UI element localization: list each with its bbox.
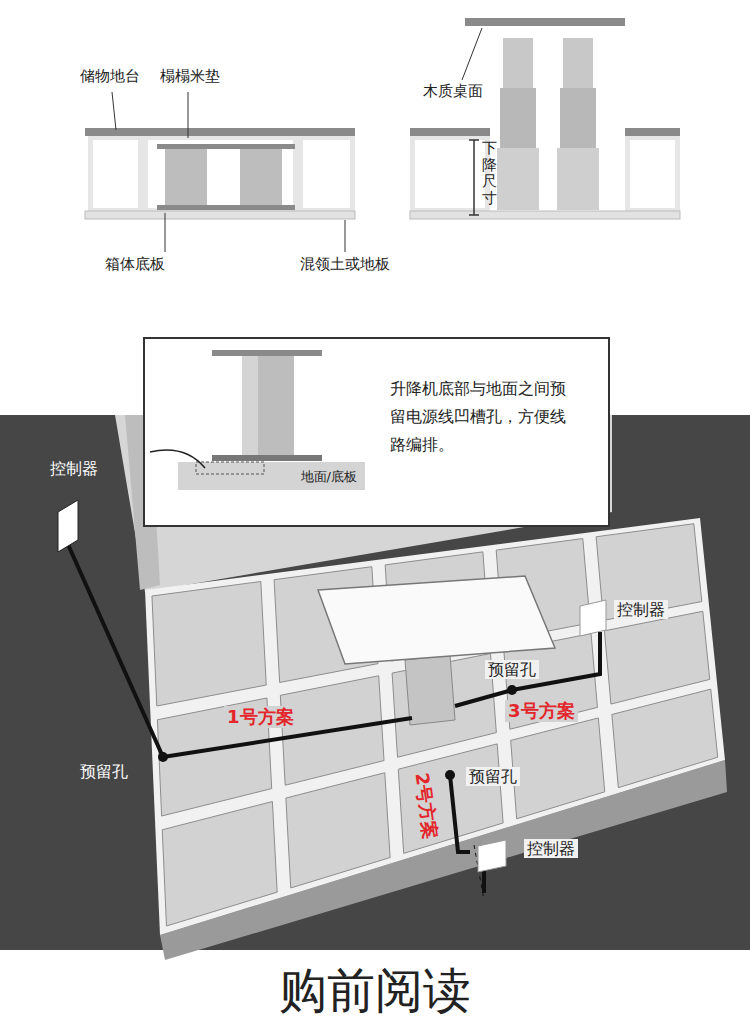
cross-section-right [410,18,680,219]
compartment [392,654,496,758]
callout-lift [150,350,365,490]
box-inner [93,140,138,208]
compartment [596,524,702,621]
wires [66,540,600,852]
part-label: 箱体底板 [105,255,165,273]
leader-line [188,92,189,138]
lift-plate [212,350,322,356]
compartment [286,773,390,888]
plan-label: 2号方案 [411,768,442,843]
hole-dot [445,770,455,780]
callout-box: 升降机底部与地面之间预留电源线凹槽孔，方便线路编排。地面/底板 [143,337,610,527]
dimension-bracket [473,140,475,215]
callout-ground [143,337,610,527]
floor [85,211,355,219]
wire [455,632,600,706]
leader-line [345,220,346,252]
table-leg [405,655,455,725]
lift-column [560,88,596,148]
hole-label: 预留孔 [80,762,128,781]
hole-label: 预留孔 [466,767,520,786]
tatami-mat [625,128,680,136]
part-label: 榻榻米垫 [160,67,220,85]
part-label: 混领土或地板 [300,255,390,273]
lift-column [240,149,282,205]
box-wall [625,136,680,211]
compartment-grid [152,524,718,926]
groove [196,462,264,474]
dimension-tick [469,139,479,141]
controller-label: 控制器 [614,600,668,619]
controller-box [478,840,506,872]
box-wall [298,136,355,211]
dimension-label: 下降尺寸 [482,140,497,206]
lift-plate [157,144,295,149]
floor-slab-box: 地面/底板 [180,464,367,492]
plan-label: 3号方案 [505,700,578,722]
dimension-tick [469,214,479,216]
compartment [612,689,718,788]
part-label: 木质桌面 [423,82,483,100]
leader-line [112,92,116,130]
page-heading: 购前阅读 [0,962,750,1020]
compartment [511,718,605,819]
compartment [604,611,709,704]
compartment [162,802,277,926]
lift-column [503,38,533,88]
lift-plate [212,455,322,461]
lift-column [500,88,536,148]
lift-column [242,356,294,455]
tatami-mat [85,128,355,136]
hole-dot [158,752,168,762]
box-inner [148,140,293,208]
table-top [318,576,555,664]
desk-top [465,18,625,26]
box-wall [410,136,490,211]
leader-line [462,28,482,80]
lift-column [497,148,539,210]
floor [410,211,680,219]
hole-dot [507,685,517,695]
power-cable [150,450,205,468]
wire [450,775,470,852]
controller-box [580,600,606,636]
leader-lines [112,28,482,252]
lift-column [557,148,599,210]
box-inner [630,140,675,208]
callout-text: 升降机底部与地面之间预留电源线凹槽孔，方便线路编排。 [390,375,580,459]
hole-label: 预留孔 [485,660,539,679]
compartment [152,581,266,706]
controller-label: 控制器 [524,839,578,858]
part-label: 储物地台 [80,67,140,85]
box-wall [88,136,143,211]
lift-column [165,149,207,205]
cross-section-left [85,128,355,219]
wire [482,870,486,893]
lift-column-shade [242,356,258,455]
controller-box [58,500,78,552]
box-wall [143,136,298,211]
slab-label: 地面/底板 [301,469,357,485]
lift-column [563,38,593,88]
box-inner [303,140,350,208]
controller-label: 控制器 [50,459,98,478]
leader-line [165,213,166,252]
wire [66,540,163,757]
tatami-mat [410,128,490,136]
lift-plate [157,205,295,210]
platform-top [145,518,725,935]
plan-label: 1号方案 [224,706,297,728]
floor-slab [178,462,365,490]
compartment [398,744,503,854]
